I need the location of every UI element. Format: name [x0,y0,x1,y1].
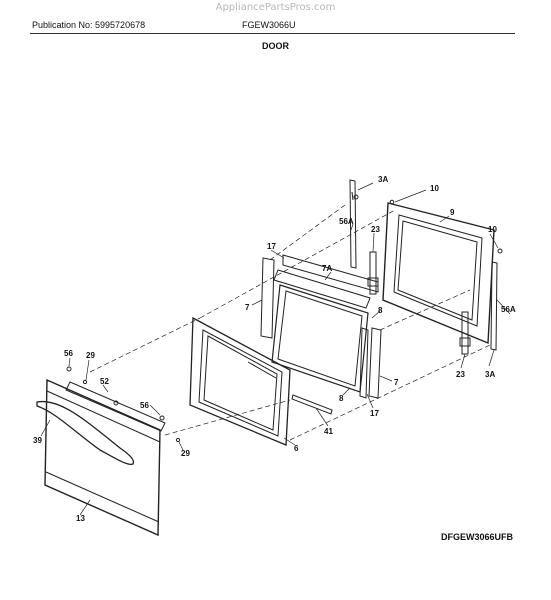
publication-number: Publication No: 5995720678 [32,20,146,30]
callout-10-right: 10 [488,225,497,234]
hinge-part-23-top [367,251,379,295]
channel-part-41 [291,394,333,415]
callout-7-left: 7 [245,303,250,312]
callout-9: 9 [450,208,455,217]
callout-29-bottom: 29 [181,449,190,458]
callout-17-bottom: 17 [370,409,379,418]
hinge-strip-part-3a-bottom [490,261,498,351]
insulation-part-7-right [368,327,382,399]
callout-7-right: 7 [394,378,399,387]
callout-56-mid: 56 [140,401,149,410]
callout-labels: 3A 10 9 56A 10 23 17 7A 56A 8 7 23 3A 7 … [33,175,516,523]
callout-13: 13 [76,514,85,523]
callout-8-bottom: 8 [339,394,344,403]
insulation-part-17-top [282,254,379,293]
callout-56a-right: 56A [501,305,516,314]
callout-23-top: 23 [371,225,380,234]
callout-23-bottom: 23 [456,370,465,379]
outer-door-panel-part-13 [44,378,161,537]
callout-3a-bottom: 3A [485,370,495,379]
callout-52: 52 [100,377,109,386]
screws [66,194,503,443]
callout-41: 41 [324,427,333,436]
callout-6: 6 [294,444,299,453]
callout-3a-top: 3A [378,175,388,184]
callout-56-left: 56 [64,349,73,358]
section-title: DOOR [262,41,289,51]
callout-56a-top: 56A [339,217,354,226]
diagram-reference-code: DFGEW3066UFB [441,532,514,542]
callout-10-top: 10 [430,184,439,193]
hinge-strip-part-3a-top [349,179,357,269]
trim-part-52 [65,381,166,432]
watermark: AppliancePartsPros.com [215,2,336,13]
callout-39: 39 [33,436,42,445]
callout-29-top: 29 [86,351,95,360]
inner-door-frame-part-9 [382,202,495,345]
handle-part-39 [36,400,135,466]
glass-panel-part-8 [271,284,369,393]
insulation-part-7a [273,269,371,309]
leader-lines [40,182,511,516]
callout-8-top: 8 [378,306,383,315]
model-number: FGEW3066U [242,20,296,30]
header-rule [30,33,515,34]
insulation-part-7-left [260,257,275,339]
alignment-lines [89,204,491,441]
callout-7a: 7A [322,264,332,273]
insulation-part-17-bottom [359,327,369,399]
door-liner-part-6 [189,316,291,446]
callout-17-top: 17 [267,242,276,251]
